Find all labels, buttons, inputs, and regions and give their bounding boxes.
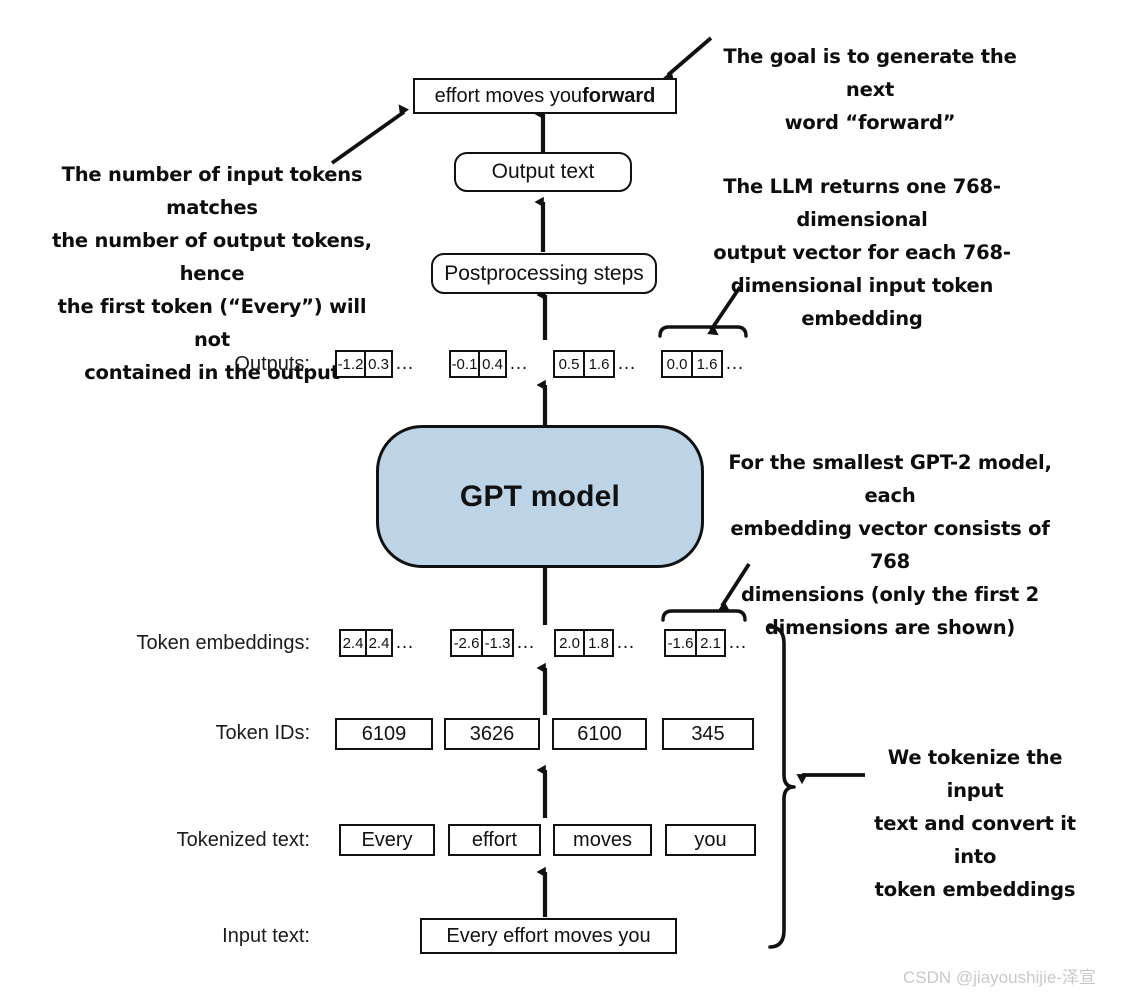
arrow-annotation-tokencount bbox=[330, 104, 410, 165]
input-text-row-label: Input text: bbox=[222, 925, 310, 947]
token-id-box: 3626 bbox=[444, 718, 540, 750]
outputs-ellipsis: … bbox=[509, 353, 529, 374]
postprocessing-box: Postprocessing steps bbox=[431, 253, 657, 294]
outputs-group-4: 0.0 1.6 … bbox=[661, 350, 745, 378]
final-output-bold-word: forward bbox=[582, 84, 656, 107]
outputs-group-3: 0.5 1.6 … bbox=[553, 350, 637, 378]
embedding-ellipsis: … bbox=[395, 632, 415, 653]
token-embeddings-group-1: 2.4 2.4 … bbox=[339, 629, 415, 657]
final-output-prefix: effort moves you bbox=[434, 84, 583, 107]
outputs-group-1: -1.2 0.3 … bbox=[335, 350, 415, 378]
embedding-ellipsis: … bbox=[616, 632, 636, 653]
outputs-row-label: Outputs: bbox=[234, 353, 310, 375]
outputs-ellipsis: … bbox=[725, 353, 745, 374]
outputs-cell: -0.1 bbox=[449, 350, 480, 378]
tokenized-text-box: effort bbox=[448, 824, 541, 856]
outputs-ellipsis: … bbox=[617, 353, 637, 374]
outputs-group-2: -0.1 0.4 … bbox=[449, 350, 529, 378]
output-text-box: Output text bbox=[454, 152, 632, 192]
embedding-cell: 2.1 bbox=[695, 629, 726, 657]
outputs-cell: 0.0 bbox=[661, 350, 693, 378]
outputs-ellipsis: … bbox=[395, 353, 415, 374]
outputs-cell: 0.4 bbox=[478, 350, 507, 378]
embedding-cell: -2.6 bbox=[450, 629, 483, 657]
embedding-cell: 2.0 bbox=[554, 629, 585, 657]
embedding-cell: -1.3 bbox=[481, 629, 514, 657]
token-id-box: 6100 bbox=[552, 718, 647, 750]
embedding-cell: -1.6 bbox=[664, 629, 697, 657]
annotation-tokenize: We tokenize the input text and convert i… bbox=[874, 746, 1076, 901]
tokenized-text-box: Every bbox=[339, 824, 435, 856]
annotation-embedding-dims: For the smallest GPT-2 model, each embed… bbox=[728, 451, 1052, 639]
outputs-cell: 1.6 bbox=[583, 350, 615, 378]
input-text-box: Every effort moves you bbox=[420, 918, 677, 954]
embedding-cell: 1.8 bbox=[583, 629, 614, 657]
annotation-goal: The goal is to generate the next word “f… bbox=[723, 45, 1017, 134]
arrow-annotation-goal bbox=[663, 36, 713, 83]
outputs-cell: 1.6 bbox=[691, 350, 723, 378]
token-id-box: 345 bbox=[662, 718, 754, 750]
brace-input-pipeline bbox=[768, 625, 796, 949]
tokenized-text-row-label: Tokenized text: bbox=[176, 829, 310, 851]
tokenized-text-box: moves bbox=[553, 824, 652, 856]
outputs-cell: -1.2 bbox=[335, 350, 366, 378]
annotation-llm-returns: The LLM returns one 768-dimensional outp… bbox=[713, 175, 1011, 330]
gpt-model-box: GPT model bbox=[376, 425, 704, 568]
watermark: CSDN @jiayoushijie-泽宣 bbox=[903, 968, 1096, 987]
embedding-ellipsis: … bbox=[516, 632, 536, 653]
outputs-cell: 0.5 bbox=[553, 350, 585, 378]
token-embeddings-row-label: Token embeddings: bbox=[136, 632, 310, 654]
token-embeddings-group-2: -2.6 -1.3 … bbox=[450, 629, 536, 657]
annotation-token-count: The number of input tokens matches the n… bbox=[52, 163, 372, 384]
outputs-cell: 0.3 bbox=[364, 350, 393, 378]
embedding-ellipsis: … bbox=[728, 632, 748, 653]
token-embeddings-group-3: 2.0 1.8 … bbox=[554, 629, 636, 657]
token-id-box: 6109 bbox=[335, 718, 433, 750]
token-ids-row-label: Token IDs: bbox=[215, 722, 310, 744]
tokenized-text-box: you bbox=[665, 824, 756, 856]
token-embeddings-group-4: -1.6 2.1 … bbox=[664, 629, 748, 657]
embedding-cell: 2.4 bbox=[365, 629, 393, 657]
embedding-cell: 2.4 bbox=[339, 629, 367, 657]
final-output-box: effort moves you forward bbox=[413, 78, 677, 114]
